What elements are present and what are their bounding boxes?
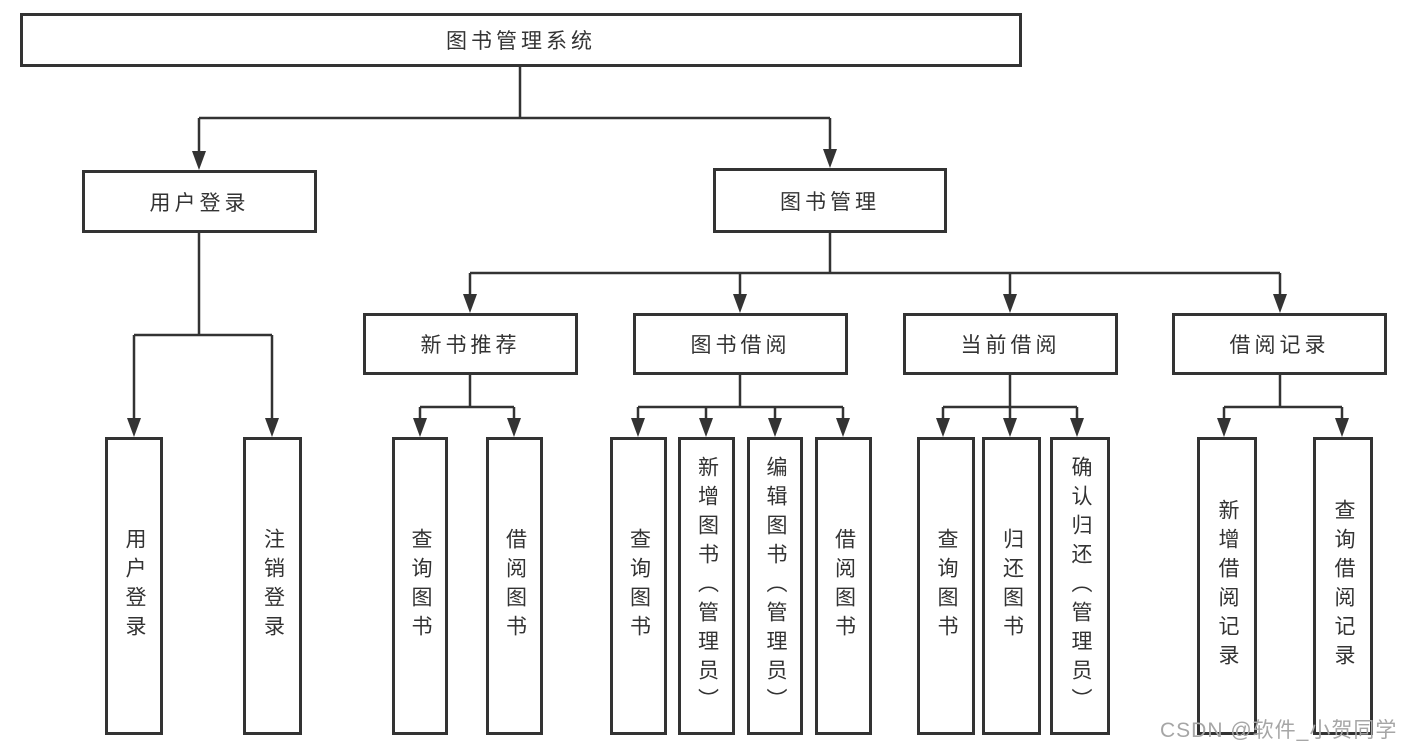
leaf-confirm-return-admin: 确认归还（管理员）	[1050, 437, 1110, 735]
connector-new-book-rec-branch	[418, 375, 516, 420]
leaf-borrow-books-1: 借阅图书	[486, 437, 543, 735]
arrow-to-leaf-add-book	[699, 418, 713, 437]
leaf-edit-book-admin: 编辑图书（管理员）	[747, 437, 803, 735]
root-node: 图书管理系统	[20, 13, 1022, 67]
arrow-to-leaf-confirm-return	[1070, 418, 1084, 437]
node-new-book-recommend: 新书推荐	[363, 313, 578, 375]
arrow-to-leaf-user-login	[127, 418, 141, 437]
connector-borrow-records-branch	[1222, 375, 1344, 420]
node-user-login: 用户登录	[82, 170, 317, 233]
arrow-to-borrow-records	[1273, 294, 1287, 313]
connector-book-borrow-branch	[636, 375, 845, 420]
arrow-to-user-login	[192, 151, 206, 170]
node-current-borrow: 当前借阅	[903, 313, 1118, 375]
leaf-add-book-admin: 新增图书（管理员）	[678, 437, 735, 735]
leaf-query-borrow-record: 查询借阅记录	[1313, 437, 1373, 735]
arrow-to-new-book-rec	[463, 294, 477, 313]
arrow-to-current-borrow	[1003, 294, 1017, 313]
leaf-borrow-books-2: 借阅图书	[815, 437, 872, 735]
leaf-add-borrow-record: 新增借阅记录	[1197, 437, 1257, 735]
connector-current-borrow-branch	[941, 375, 1079, 420]
arrowheads	[127, 149, 1349, 437]
node-borrow-records: 借阅记录	[1172, 313, 1387, 375]
arrow-to-leaf-return-book	[1003, 418, 1017, 437]
arrow-to-leaf-borrow-books-2	[836, 418, 850, 437]
arrow-to-leaf-add-record	[1217, 418, 1231, 437]
connector-book-mgmt-branch	[468, 233, 1282, 296]
leaf-query-books-1: 查询图书	[392, 437, 448, 735]
arrow-to-book-borrow	[733, 294, 747, 313]
leaf-return-book: 归还图书	[982, 437, 1041, 735]
leaf-query-books-2: 查询图书	[610, 437, 667, 735]
arrow-to-leaf-query-books-3	[936, 418, 950, 437]
arrow-to-leaf-query-books-1	[413, 418, 427, 437]
arrow-to-leaf-edit-book	[768, 418, 782, 437]
arrow-to-book-mgmt	[823, 149, 837, 168]
arrow-to-leaf-logout	[265, 418, 279, 437]
arrow-to-leaf-borrow-books-1	[507, 418, 521, 437]
arrow-to-leaf-query-books-2	[631, 418, 645, 437]
connector-root-to-level2	[197, 67, 832, 153]
csdn-watermark: CSDN @软件_小贺同学	[1160, 719, 1398, 742]
leaf-user-login: 用户登录	[105, 437, 163, 735]
node-book-management: 图书管理	[713, 168, 947, 233]
leaf-logout: 注销登录	[243, 437, 302, 735]
connector-user-login-branch	[132, 233, 274, 420]
node-book-borrow: 图书借阅	[633, 313, 848, 375]
leaf-query-books-3: 查询图书	[917, 437, 975, 735]
arrow-to-leaf-query-record	[1335, 418, 1349, 437]
